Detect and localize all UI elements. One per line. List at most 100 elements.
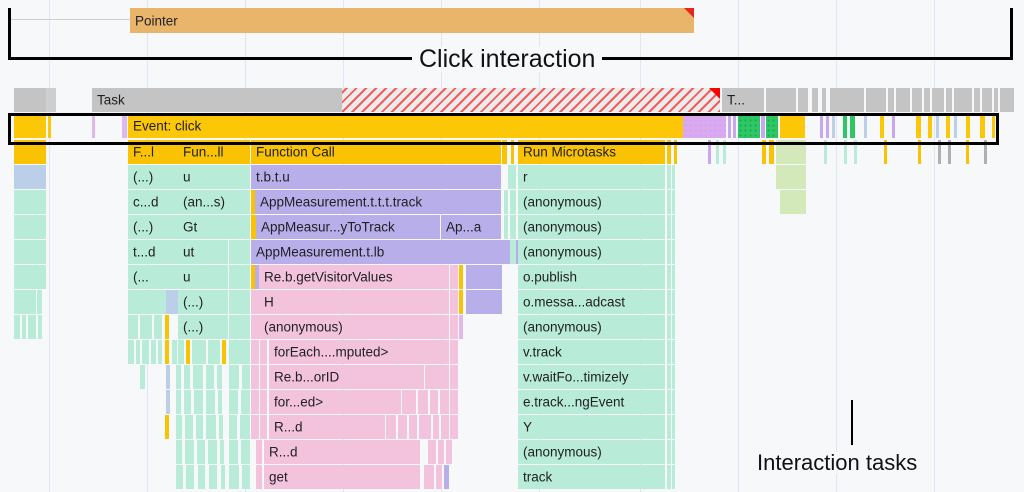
flame-bar-t-d[interactable]: t...d — [128, 240, 178, 264]
flame-row-15-bar-3[interactable] — [209, 465, 217, 489]
flame-row-11-bar-4[interactable] — [193, 365, 203, 389]
task-row-bar-15[interactable] — [932, 88, 944, 112]
flame-row-15-bar-0[interactable] — [176, 465, 183, 489]
flame-bar-r[interactable]: r — [518, 165, 665, 189]
event-click-row-bar-0[interactable] — [14, 113, 46, 138]
flame-row-8-bar-5[interactable] — [229, 290, 250, 314]
flame-row-10-bar-9[interactable] — [192, 340, 206, 364]
flame-row-12-bar-4[interactable] — [206, 390, 215, 414]
flame-bar-anonymous[interactable]: (anonymous) — [518, 190, 665, 214]
flame-row-6-bar-0[interactable] — [14, 240, 46, 264]
flame-row-10-bar-10[interactable] — [208, 340, 220, 364]
event-click-row-bar-19[interactable] — [892, 113, 895, 138]
event-click-row-bar-15[interactable] — [843, 113, 847, 138]
flame-row-11-bar-1[interactable] — [166, 365, 170, 389]
flame-row-15-bar-10[interactable] — [436, 465, 442, 489]
event-click-row-bar-10[interactable] — [766, 113, 778, 138]
flame-row-9-bar-0[interactable] — [14, 315, 20, 339]
task-row-bar-6[interactable] — [798, 88, 808, 112]
flame-row-9-bar-6[interactable] — [154, 315, 162, 339]
flame-row-10-bar-7[interactable] — [178, 340, 184, 364]
function-call-row-bar-22[interactable] — [966, 140, 969, 164]
flame-row-12-bar-8[interactable] — [251, 390, 259, 414]
flame-row-4-bar-10[interactable] — [780, 190, 806, 214]
flame-bar-appmeasur-ytotrack[interactable]: AppMeasur...yToTrack — [256, 215, 440, 239]
flame-row-9-bar-10[interactable] — [251, 315, 259, 339]
flame-row-4-bar-5[interactable] — [504, 190, 508, 214]
flame-row-8-bar-13[interactable] — [672, 290, 675, 314]
flame-row-14-bar-1[interactable] — [185, 440, 194, 464]
flame-row-13-bar-9[interactable] — [260, 415, 267, 439]
flame-row-13-bar-8[interactable] — [251, 415, 259, 439]
flame-bar-re-b-getvisitorvalues[interactable]: Re.b.getVisitorValues — [259, 265, 449, 289]
flame-bar-v-waitfo-timizely[interactable]: v.waitFo...timizely — [518, 365, 665, 389]
flame-row-12-bar-7[interactable] — [241, 390, 250, 414]
flame-bar-pointer[interactable]: Pointer — [130, 8, 694, 33]
flame-row-15-bar-6[interactable] — [242, 465, 250, 489]
flame-row-6-bar-9[interactable] — [672, 240, 675, 264]
flame-row-9-bar-16[interactable] — [672, 315, 675, 339]
event-click-row-bar-20[interactable] — [916, 113, 921, 138]
flame-row-8-bar-10[interactable] — [466, 290, 502, 314]
flame-row-8-bar-2[interactable] — [128, 290, 166, 314]
flame-row-14-bar-14[interactable] — [672, 440, 675, 464]
flame-row-7-bar-10[interactable] — [466, 265, 502, 289]
flame-row-13-bar-19[interactable] — [667, 415, 671, 439]
flame-row-5-bar-3[interactable] — [251, 215, 256, 239]
task-row-bar-9[interactable] — [830, 88, 864, 112]
flame-row-6-bar-3[interactable] — [229, 240, 250, 264]
flame-row-11-bar-7[interactable] — [229, 365, 239, 389]
task-row-bar-20[interactable] — [994, 88, 998, 112]
flame-bar-[interactable]: (...) — [178, 315, 228, 339]
flame-row-13-bar-0[interactable] — [165, 415, 169, 439]
flame-row-11-bar-3[interactable] — [184, 365, 190, 389]
flame-row-13-bar-4[interactable] — [206, 415, 216, 439]
flame-row-12-bar-11[interactable] — [402, 390, 416, 414]
flame-bar-foreach-mputed[interactable]: forEach....mputed> — [269, 340, 449, 364]
flame-bar-h[interactable]: H — [259, 290, 449, 314]
flame-bar-anonymous[interactable]: (anonymous) — [518, 315, 665, 339]
flame-bar-u[interactable]: u — [178, 265, 228, 289]
flame-row-15-bar-1[interactable] — [186, 465, 194, 489]
flame-row-10-bar-18[interactable] — [667, 340, 671, 364]
flame-row-3-bar-6[interactable] — [667, 165, 671, 189]
event-click-row-bar-6[interactable] — [728, 113, 731, 138]
flame-bar-get[interactable]: get — [264, 465, 420, 489]
flame-row-12-bar-3[interactable] — [194, 390, 203, 414]
event-click-row-bar-7[interactable] — [733, 113, 736, 138]
flame-bar-[interactable]: (...) — [178, 290, 228, 314]
flame-row-5-bar-9[interactable] — [667, 215, 671, 239]
flame-row-12-bar-0[interactable] — [166, 390, 170, 414]
flame-bar-[interactable]: (...) — [128, 165, 178, 189]
flame-row-15-bar-13[interactable] — [667, 465, 671, 489]
flame-bar-gt[interactable]: Gt — [178, 215, 250, 239]
flame-row-3-bar-0[interactable] — [14, 165, 46, 189]
event-click-row-bar-17[interactable] — [864, 113, 867, 138]
flame-row-11-bar-0[interactable] — [140, 365, 145, 389]
flame-row-12-bar-18[interactable] — [672, 390, 675, 414]
flame-row-14-bar-7[interactable] — [256, 440, 262, 464]
task-row-bar-14[interactable] — [924, 88, 930, 112]
task-row-bar-5[interactable] — [766, 88, 796, 112]
flame-row-13-bar-2[interactable] — [185, 415, 193, 439]
flame-row-8-bar-0[interactable] — [14, 290, 36, 314]
flame-row-13-bar-20[interactable] — [672, 415, 675, 439]
flame-row-5-bar-7[interactable] — [510, 215, 516, 239]
function-call-row-bar-23[interactable] — [984, 140, 987, 164]
flame-row-8-bar-9[interactable] — [459, 290, 463, 314]
flame-row-11-bar-6[interactable] — [217, 365, 222, 389]
event-click-row-bar-11[interactable] — [780, 113, 805, 138]
event-click-row-bar-27[interactable] — [992, 113, 995, 138]
flame-row-10-bar-2[interactable] — [142, 340, 149, 364]
flame-row-14-bar-13[interactable] — [667, 440, 671, 464]
flame-row-12-bar-14[interactable] — [440, 390, 449, 414]
event-click-row-bar-21[interactable] — [928, 113, 932, 138]
flame-bar-t-b-t-u[interactable]: t.b.t.u — [251, 165, 501, 189]
flame-row-9-bar-2[interactable] — [28, 315, 36, 339]
flame-row-10-bar-13[interactable] — [251, 340, 259, 364]
flame-bar-an-s[interactable]: (an...s) — [178, 190, 250, 214]
flame-row-10-bar-6[interactable] — [172, 340, 177, 364]
flame-row-10-bar-16[interactable] — [450, 340, 458, 364]
event-click-row-bar-9[interactable] — [761, 113, 765, 138]
flame-row-11-bar-16[interactable] — [672, 365, 675, 389]
